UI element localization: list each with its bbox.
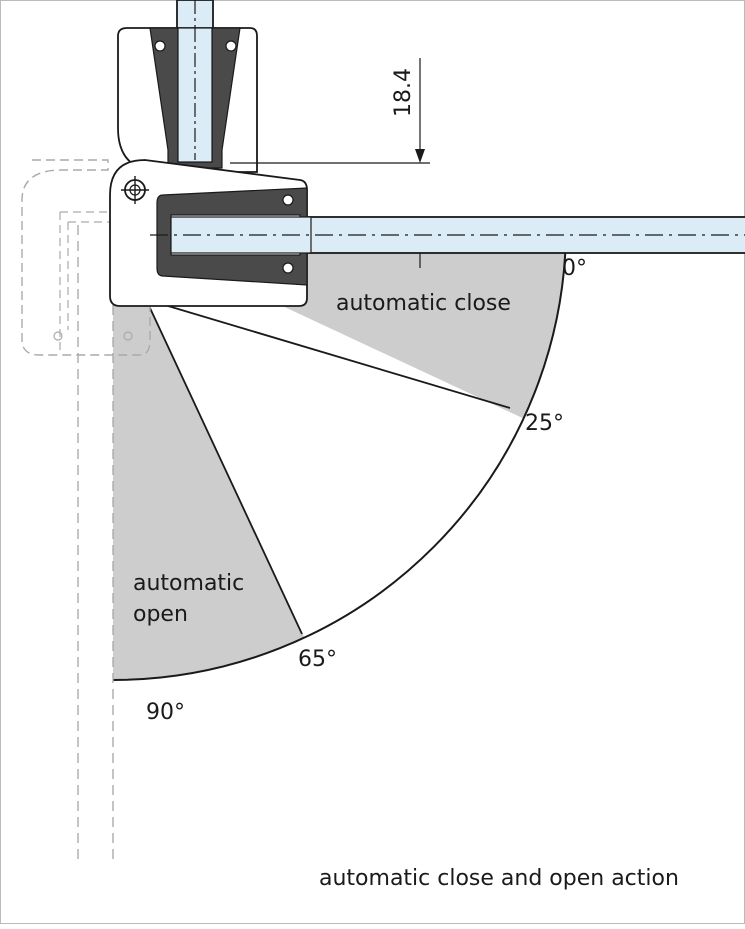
top-screw-left (154, 40, 166, 52)
zone-open-label-line2: open (133, 602, 188, 627)
ghost-hinge-outline (21, 159, 151, 356)
ghost-screw-1 (53, 331, 63, 341)
boundary-65deg (149, 307, 303, 635)
ghost-screw-2 (123, 331, 133, 341)
dimension-label: 18.4 (391, 68, 416, 117)
angle-25-label: 25° (525, 411, 564, 436)
caption: automatic close and open action (319, 866, 679, 891)
ghost-inner-outline (59, 211, 115, 355)
hinge-screw-bottom (282, 262, 294, 274)
zone-open-label-line1: automatic (133, 571, 244, 596)
angle-65-label: 65° (298, 647, 337, 672)
angle-0-label: 0° (562, 256, 587, 281)
boundary-25deg (147, 299, 511, 409)
top-screw-right (225, 40, 237, 52)
angle-90-label: 90° (146, 700, 185, 725)
dim-arrow-top (415, 149, 425, 163)
zone-close-label: automatic close (336, 291, 511, 316)
zone-automatic-open (113, 227, 305, 680)
swing-arc (112, 226, 567, 681)
hinge-screw-top (282, 194, 294, 206)
